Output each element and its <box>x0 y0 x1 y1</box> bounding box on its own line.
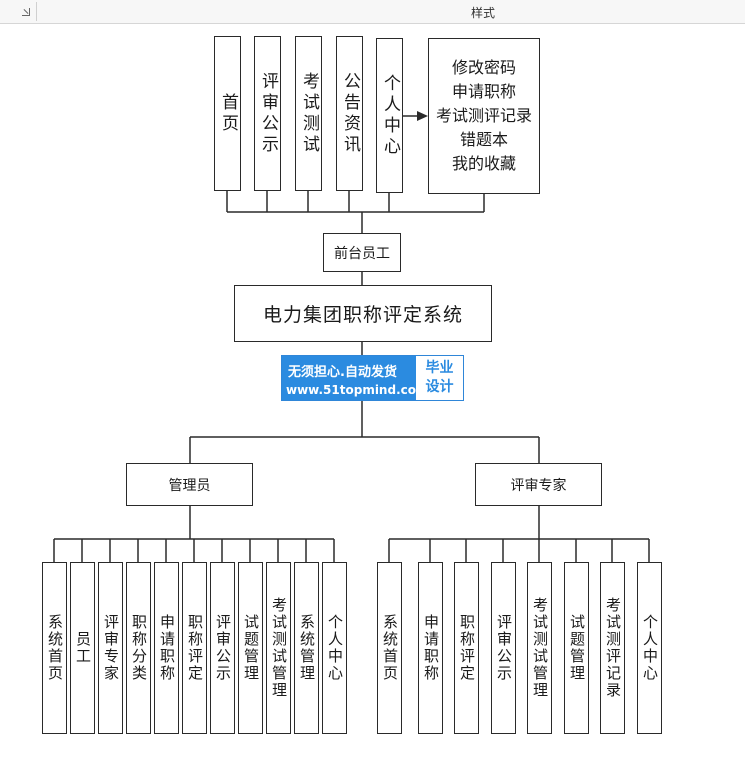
admin-module-question-bank: 试题管理 <box>238 562 263 734</box>
expert-module-title-evaluation: 职称评定 <box>454 562 479 734</box>
frontend-module-personal-center: 个人中心 <box>376 38 403 193</box>
watermark-badge-line1: 毕业 <box>425 360 454 376</box>
frontend-module-home: 首页 <box>214 36 241 191</box>
dialog-launcher-icon[interactable] <box>22 8 30 16</box>
expert-module-question-bank: 试题管理 <box>564 562 589 734</box>
expert-module-exam-records: 考试测评记录 <box>600 562 625 734</box>
frontend-employee-node: 前台员工 <box>323 233 401 272</box>
expert-module-title-application: 申请职称 <box>418 562 443 734</box>
admin-module-review-notice: 评审公示 <box>210 562 235 734</box>
expert-module-personal-center: 个人中心 <box>637 562 662 734</box>
expert-node: 评审专家 <box>475 463 602 506</box>
admin-module-home: 系统首页 <box>42 562 67 734</box>
ribbon-group-label: 样式 <box>471 6 496 20</box>
watermark-slogan: 无须担心.自动发货 <box>288 365 397 380</box>
submenu-item: 考试测评记录 <box>435 106 532 125</box>
submenu-item: 修改密码 <box>451 58 516 77</box>
watermark-url: www.51topmind.com <box>286 383 429 397</box>
submenu-item: 错题本 <box>459 130 508 149</box>
admin-module-personal-center: 个人中心 <box>322 562 347 734</box>
admin-module-employee: 员工 <box>70 562 95 734</box>
frontend-module-exam: 考试测试 <box>295 36 322 191</box>
submenu-item: 申请职称 <box>451 82 516 101</box>
expert-module-exam-management: 考试测试管理 <box>527 562 552 734</box>
admin-module-title-application: 申请职称 <box>154 562 179 734</box>
system-title-node: 电力集团职称评定系统 <box>234 285 492 342</box>
frontend-module-review-notice: 评审公示 <box>254 36 281 191</box>
admin-module-title-evaluation: 职称评定 <box>182 562 207 734</box>
personal-center-submenu: 修改密码 申请职称 考试测评记录 错题本 我的收藏 <box>428 38 540 194</box>
admin-module-experts: 评审专家 <box>98 562 123 734</box>
frontend-module-news: 公告资讯 <box>336 36 363 191</box>
watermark-badge-line2: 设计 <box>425 379 454 395</box>
admin-module-exam-management: 考试测试管理 <box>266 562 291 734</box>
admin-node: 管理员 <box>126 463 253 506</box>
ribbon-separator <box>36 2 37 21</box>
expert-module-home: 系统首页 <box>377 562 402 734</box>
admin-module-title-category: 职称分类 <box>126 562 151 734</box>
ribbon-bar: 样式 <box>0 0 745 24</box>
admin-module-system-management: 系统管理 <box>294 562 319 734</box>
submenu-item: 我的收藏 <box>451 154 516 173</box>
watermark-badge: 无须担心.自动发货 www.51topmind.com 毕业 设计 <box>281 355 464 401</box>
expert-module-review-notice: 评审公示 <box>491 562 516 734</box>
arrow-right-icon <box>417 111 428 121</box>
